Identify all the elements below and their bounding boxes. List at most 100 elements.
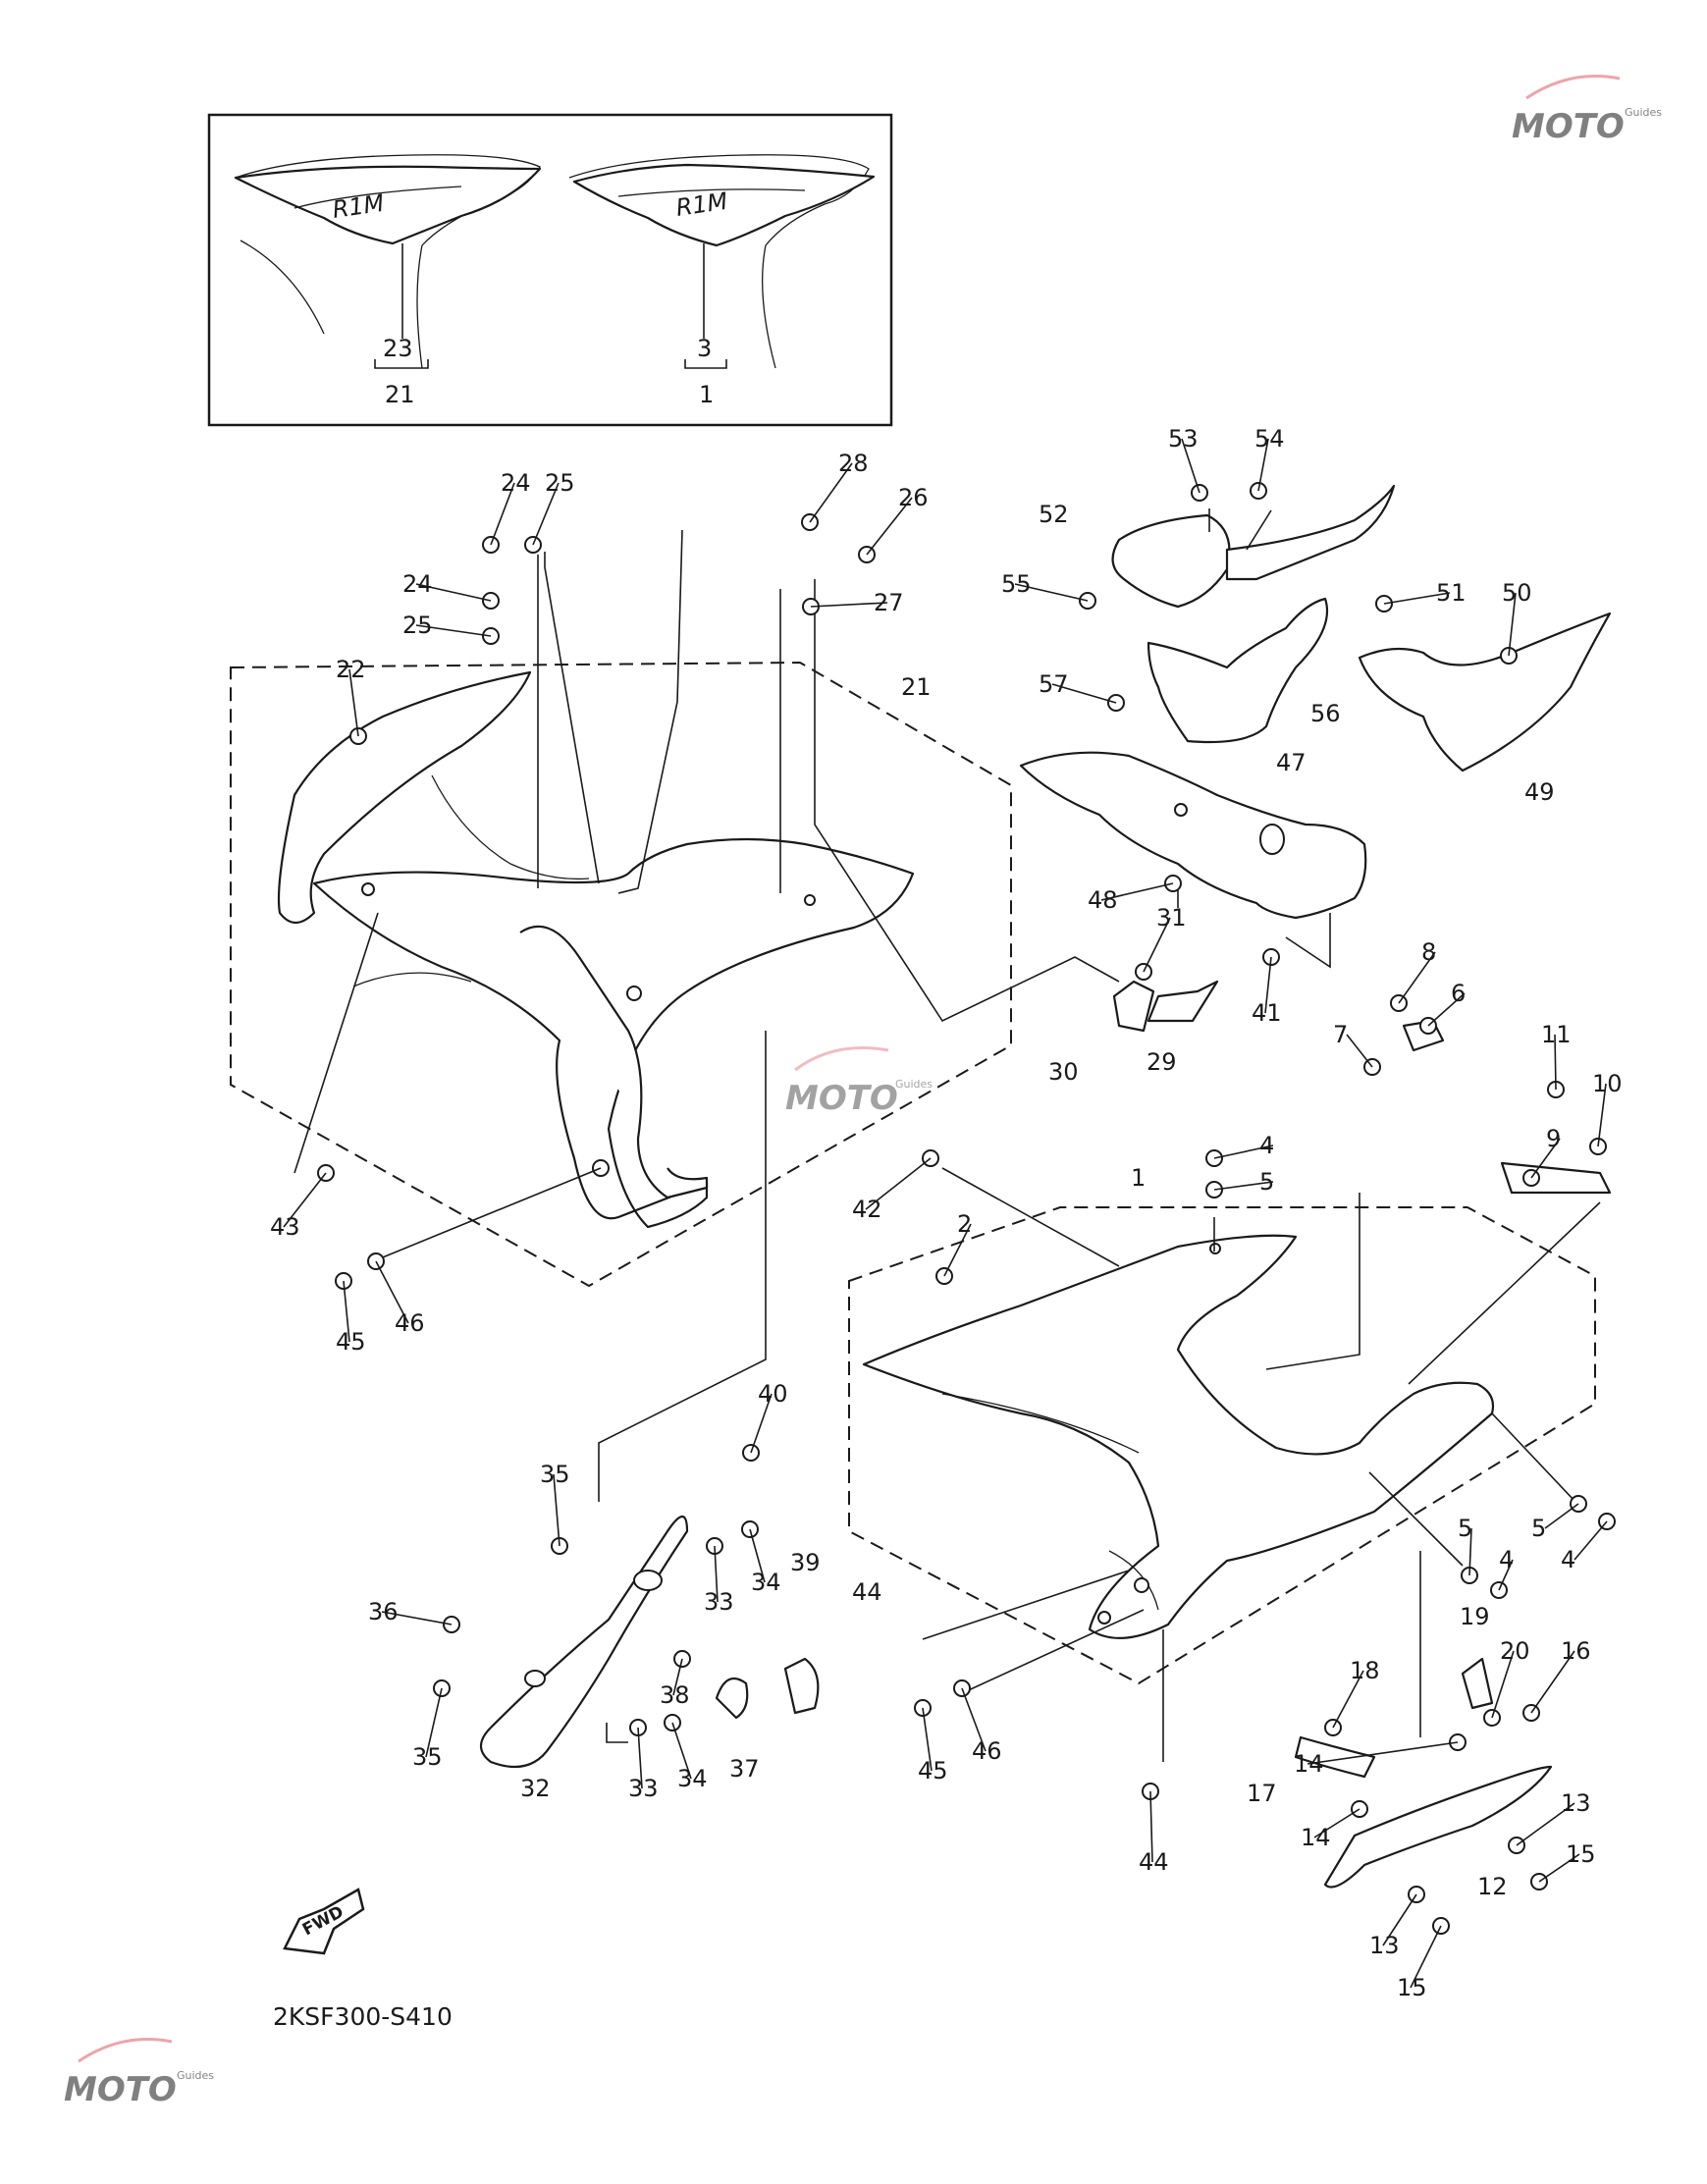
callout-leader-50 — [1508, 592, 1517, 657]
callout-10: 10 — [1592, 1070, 1623, 1097]
callout-leader-43 — [283, 1172, 327, 1228]
lower-cowl-hole — [1097, 1611, 1111, 1625]
callout-4: 4 — [1259, 1132, 1274, 1159]
callout-leader-18 — [1332, 1670, 1364, 1729]
callout-38: 38 — [660, 1681, 690, 1709]
leader-54 — [1246, 509, 1272, 551]
callout-leader-53 — [1181, 438, 1200, 494]
callout-13: 13 — [1561, 1789, 1591, 1817]
diagram-code: 2KSF300-S410 — [273, 2002, 453, 2031]
leader-5-4-right — [1491, 1412, 1576, 1503]
callout-leader-31 — [1143, 917, 1171, 973]
callout-50: 50 — [1502, 579, 1532, 607]
callout-30: 30 — [1048, 1058, 1079, 1086]
cowl-upper-scoop — [277, 670, 532, 925]
callout-leader-41 — [1264, 956, 1272, 1014]
callout-leader-25 — [532, 482, 560, 546]
leader-44 — [922, 1570, 1130, 1640]
leader-29-30 — [814, 579, 1120, 1023]
callout-9: 9 — [1546, 1125, 1561, 1152]
callout-55: 55 — [1001, 570, 1032, 598]
fwd-arrow-icon: FWD — [283, 1888, 365, 1955]
callout-31: 31 — [1156, 904, 1187, 932]
callout-53: 53 — [1168, 425, 1199, 453]
callout-leader-13 — [1516, 1802, 1575, 1846]
leader-24-25-b — [544, 552, 600, 884]
bracket-1 — [684, 359, 727, 369]
part-52-duct — [1111, 513, 1231, 609]
leader-9-10 — [1408, 1201, 1601, 1385]
callout-leader-27 — [810, 602, 888, 608]
callout-35: 35 — [540, 1461, 570, 1488]
part-29-bracket — [1147, 980, 1219, 1023]
callout-32: 32 — [520, 1775, 551, 1802]
callout-21: 21 — [901, 673, 932, 701]
cowl-crease — [431, 774, 590, 880]
callout-leader-55 — [1014, 583, 1089, 602]
cowl-mount-hole — [361, 882, 375, 896]
part-56-panel — [1147, 597, 1329, 744]
callout-5: 5 — [1259, 1168, 1274, 1196]
callout-leader-34 — [749, 1528, 766, 1583]
callout-leader-46 — [961, 1687, 987, 1752]
callout-57: 57 — [1039, 670, 1069, 698]
callout-44: 44 — [852, 1578, 882, 1606]
lower-cowl-hole — [1134, 1577, 1149, 1593]
part-12-undercover — [1323, 1765, 1553, 1889]
callout-4-extra: 4 — [1561, 1546, 1575, 1573]
callout-leader-24 — [490, 482, 515, 546]
callout-leader-6 — [1427, 992, 1466, 1027]
callout-leader-28 — [809, 462, 853, 523]
inner-panels — [1019, 484, 1612, 969]
callout-11: 11 — [1541, 1021, 1572, 1048]
callout-leader-42 — [865, 1157, 932, 1210]
part-39-clip — [783, 1657, 820, 1715]
callout-leader-54 — [1257, 438, 1269, 492]
callout-leader-4 — [1498, 1559, 1514, 1591]
inset-label-23: 23 — [383, 335, 413, 362]
callout-leader-36 — [381, 1611, 453, 1625]
callout-leader-8 — [1398, 951, 1436, 1004]
cowl-vent — [352, 972, 472, 987]
leader-21-tab — [617, 529, 683, 894]
callout-leader-5 — [1213, 1181, 1274, 1191]
part-37-clip — [715, 1677, 749, 1720]
left-side-cowl — [230, 529, 1120, 1502]
callout-leader-2 — [943, 1223, 972, 1277]
callout-29: 29 — [1147, 1048, 1177, 1076]
callout-18: 18 — [1350, 1657, 1380, 1684]
callout-leader-46 — [375, 1260, 409, 1324]
callout-leader-14 — [1307, 1741, 1459, 1765]
callout-leader-14 — [1313, 1808, 1360, 1838]
leader-42 — [941, 1167, 1120, 1267]
lower-cowl-hole — [1209, 1243, 1221, 1254]
right-cover-decal — [572, 163, 876, 247]
callout-45-extra: 45 — [918, 1757, 948, 1784]
callout-48: 48 — [1088, 886, 1118, 914]
callout-leader-15 — [1410, 1925, 1442, 1989]
callout-52: 52 — [1039, 501, 1069, 528]
callout-13-extra: 13 — [1369, 1932, 1400, 1959]
part-32-panel — [479, 1515, 689, 1769]
part-47-bracket — [1019, 751, 1367, 920]
lower-cowl-panel — [862, 1234, 1495, 1639]
callout-leader-45 — [343, 1280, 350, 1343]
callout-leader-57 — [1051, 683, 1117, 704]
callout-7: 7 — [1333, 1021, 1348, 1048]
part-9-bracket — [1500, 1161, 1612, 1195]
callout-leader-24 — [415, 583, 492, 602]
part-17-bracket — [1294, 1735, 1376, 1779]
leader-43 — [293, 912, 379, 1174]
callout-27: 27 — [874, 589, 904, 616]
callout-24-extra: 24 — [402, 570, 433, 598]
motorcycle-logo-icon — [1525, 75, 1621, 100]
callout-54: 54 — [1254, 425, 1285, 453]
callout-leader-16 — [1530, 1650, 1575, 1714]
lower-cowl-crease — [1108, 1550, 1159, 1611]
callout-17: 17 — [1247, 1780, 1277, 1807]
callout-33: 33 — [704, 1588, 734, 1616]
watermark-text: MOTO — [64, 2070, 177, 2109]
part-52-arm — [1225, 484, 1396, 581]
callout-leader-44 — [1149, 1790, 1153, 1863]
